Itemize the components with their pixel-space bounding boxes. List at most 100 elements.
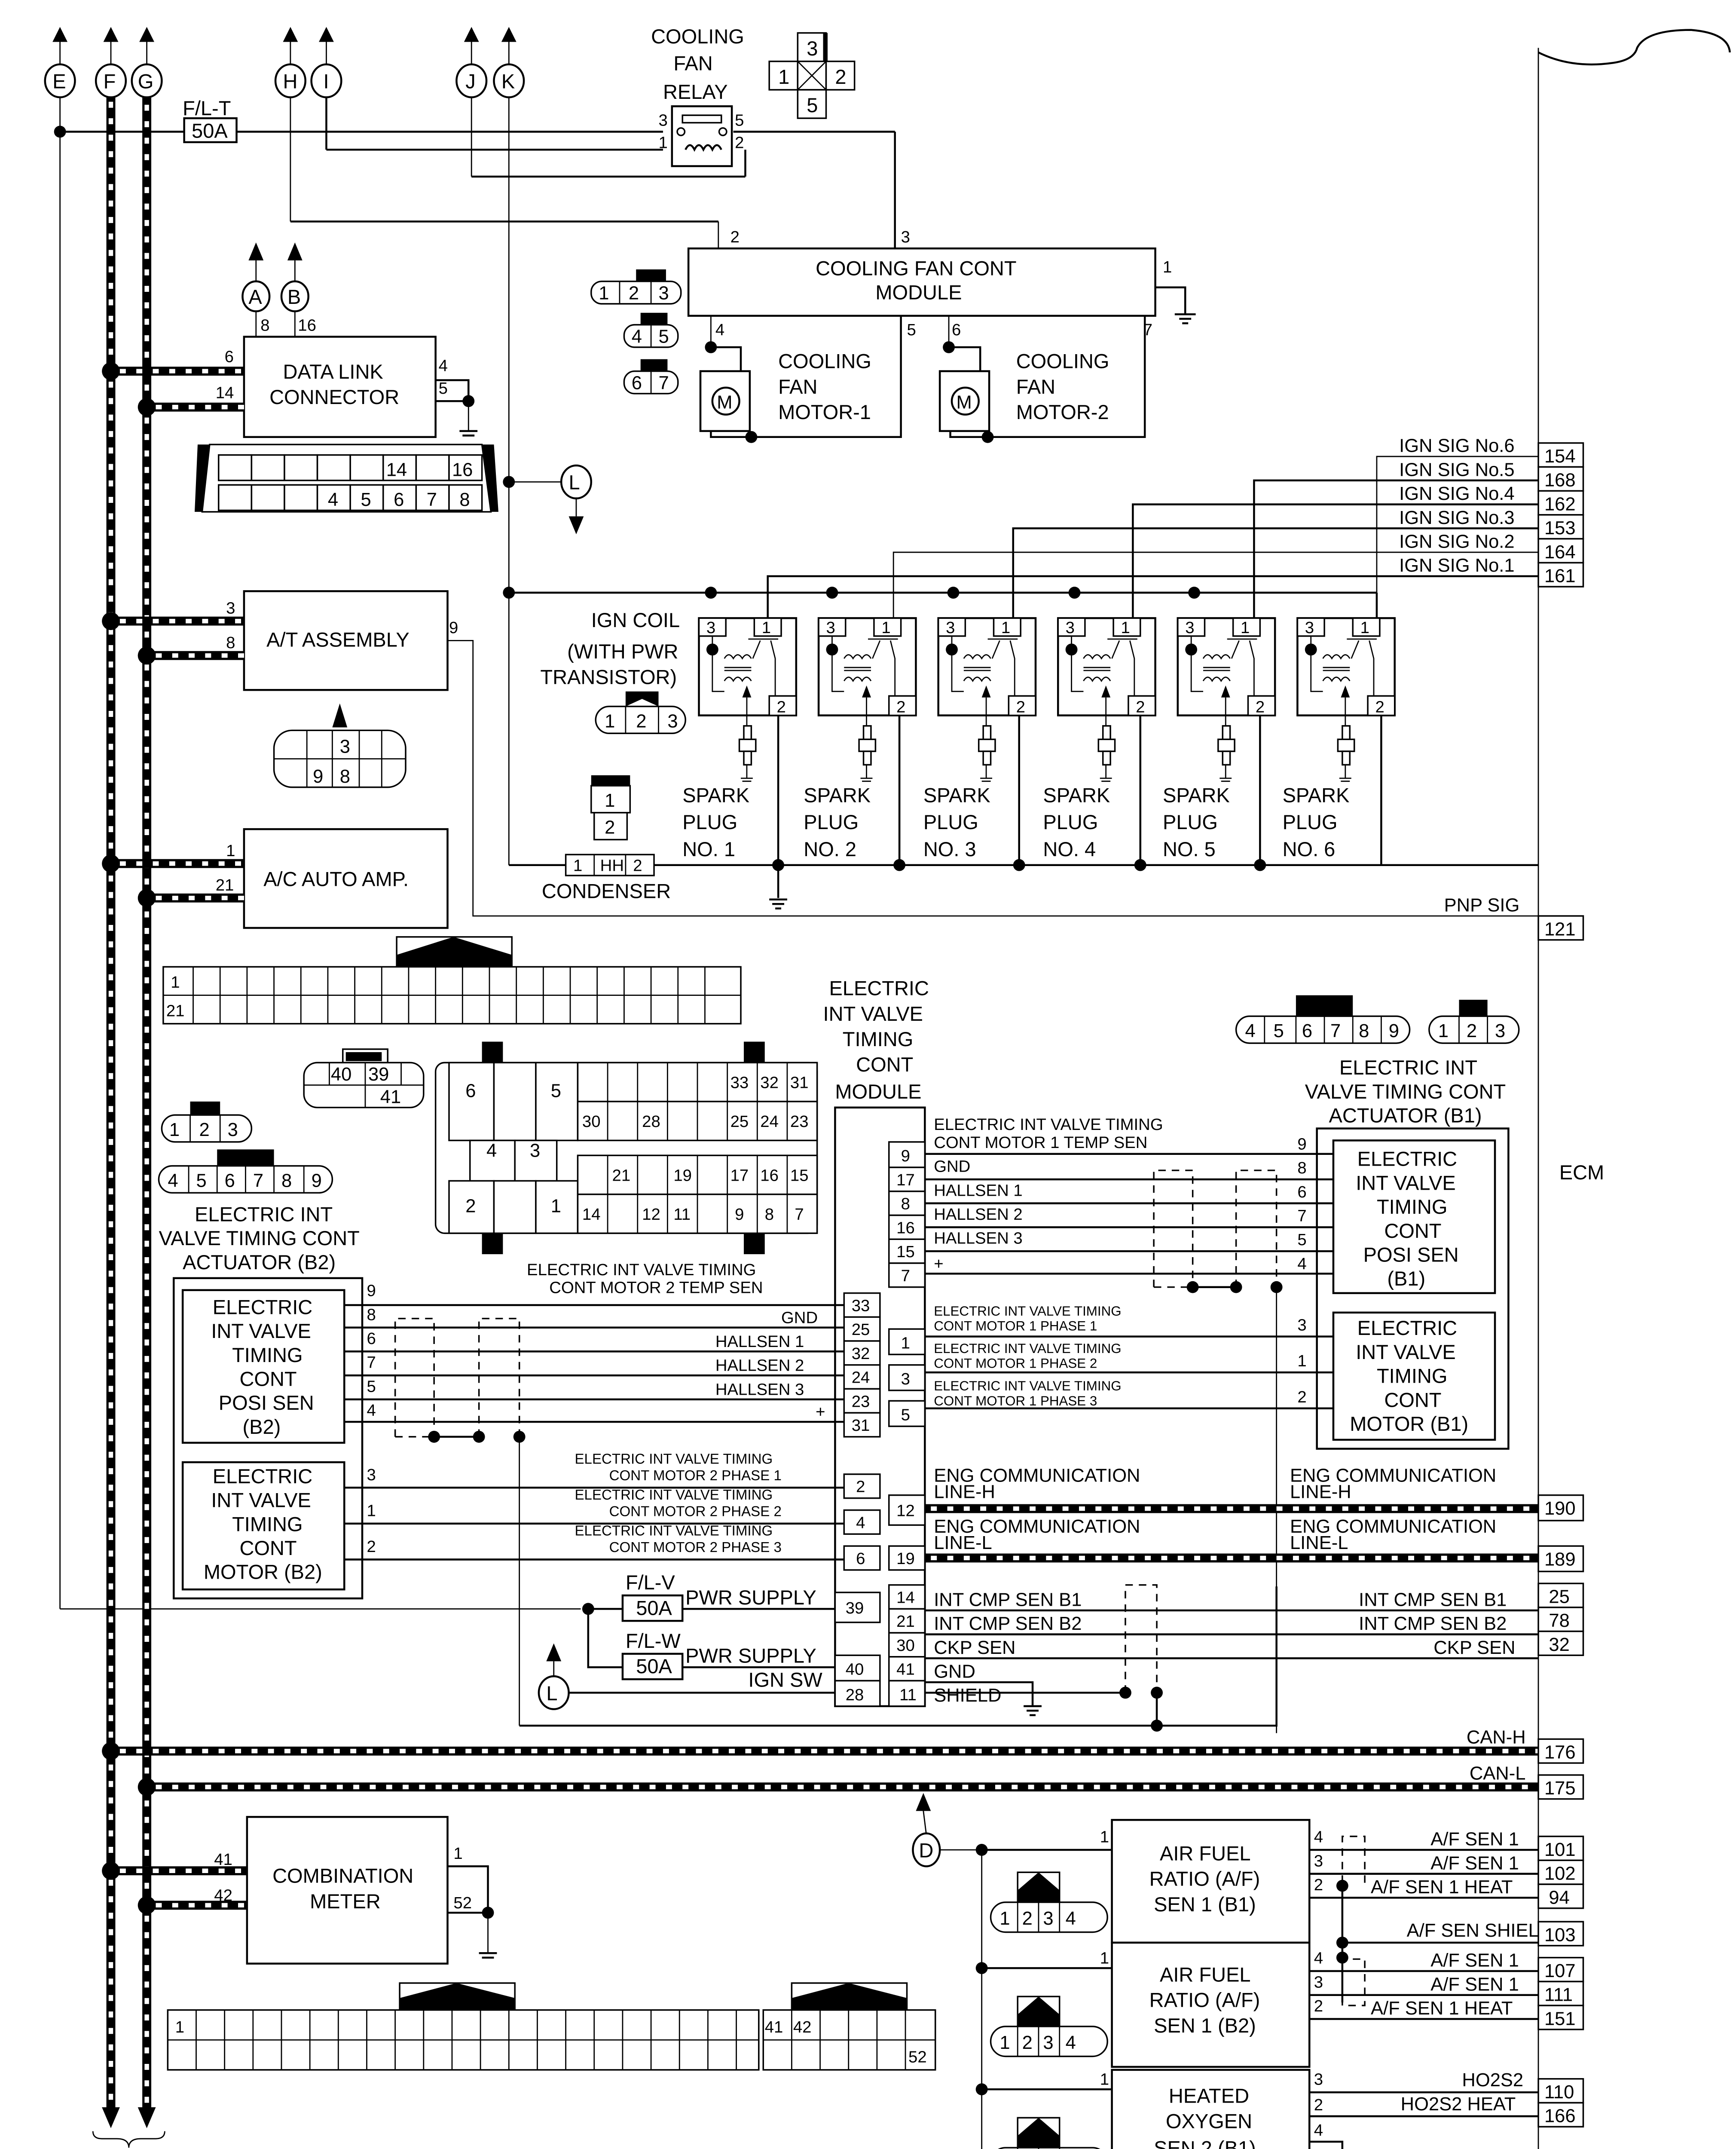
svg-text:4: 4 <box>367 1401 376 1420</box>
svg-text:25: 25 <box>1549 1586 1569 1607</box>
svg-text:IGN SIG No.4: IGN SIG No.4 <box>1399 484 1514 504</box>
svg-text:NO. 3: NO. 3 <box>923 838 976 860</box>
svg-text:(B2): (B2) <box>242 1415 281 1438</box>
ref-l-lower[interactable]: L <box>538 1643 570 1710</box>
svg-text:FAN: FAN <box>673 52 712 75</box>
svg-text:INT VALVE: INT VALVE <box>1356 1171 1455 1194</box>
ref-j[interactable]: J <box>455 27 488 98</box>
ign-sig-pins: IGN SIG No.6 IGN SIG No.5 IGN SIG No.4 I… <box>1399 436 1584 588</box>
svg-text:32: 32 <box>852 1344 870 1363</box>
svg-text:1: 1 <box>1100 2070 1109 2089</box>
svg-text:4: 4 <box>1314 1828 1323 1846</box>
ref-f[interactable]: F <box>95 27 127 98</box>
svg-text:M: M <box>717 392 732 413</box>
ref-a[interactable]: A <box>241 242 271 312</box>
svg-text:2: 2 <box>199 1120 209 1140</box>
actuator-b2-connectors: 1 2 3 4 5 6 7 8 9 ELECTRIC INT VALVE TIM… <box>158 1101 360 1273</box>
svg-text:190: 190 <box>1544 1498 1576 1519</box>
ref-e[interactable]: E <box>44 27 76 98</box>
svg-text:2: 2 <box>1022 2033 1033 2053</box>
svg-text:NO. 4: NO. 4 <box>1043 838 1096 860</box>
svg-text:CONT: CONT <box>1384 1388 1441 1411</box>
svg-text:2: 2 <box>835 65 846 88</box>
svg-text:PNP SIG: PNP SIG <box>1444 895 1520 916</box>
svg-text:3: 3 <box>340 737 350 757</box>
ign-coil-label: IGN COIL (WITH PWR TRANSISTOR) 1 2 3 <box>540 609 686 735</box>
svg-text:32: 32 <box>760 1074 779 1092</box>
svg-text:41: 41 <box>765 2018 783 2036</box>
svg-text:B: B <box>287 285 301 308</box>
svg-text:E: E <box>52 70 66 92</box>
spark-plug-icon <box>1097 725 1116 782</box>
svg-text:50A: 50A <box>636 1596 672 1619</box>
svg-text:INT CMP SEN B1: INT CMP SEN B1 <box>934 1589 1082 1610</box>
ref-d[interactable]: D <box>912 1793 982 1867</box>
svg-text:7: 7 <box>1297 1206 1306 1225</box>
svg-text:MOTOR-1: MOTOR-1 <box>778 401 871 423</box>
svg-text:4: 4 <box>1314 1949 1323 1968</box>
svg-text:TIMING: TIMING <box>1377 1365 1447 1387</box>
svg-text:ACTUATOR (B2): ACTUATOR (B2) <box>183 1251 336 1273</box>
b1-signal-wires: 9 17 8 16 15 7 ELECTRIC INT VALVE TIMING… <box>888 1115 1333 1733</box>
can-bus-ecm: CAN-H CAN-L 176 175 <box>102 1727 1584 1800</box>
svg-text:1: 1 <box>881 618 890 637</box>
svg-text:9: 9 <box>312 1170 322 1191</box>
svg-text:AIR FUEL: AIR FUEL <box>1160 1963 1251 1986</box>
svg-text:CONT MOTOR 2 PHASE 3: CONT MOTOR 2 PHASE 3 <box>609 1540 782 1555</box>
svg-text:1: 1 <box>226 842 235 860</box>
svg-text:MODULE: MODULE <box>875 281 962 303</box>
svg-text:L: L <box>546 1682 557 1705</box>
svg-text:41: 41 <box>380 1087 401 1107</box>
svg-text:16: 16 <box>298 316 316 335</box>
ref-b[interactable]: B <box>280 242 309 312</box>
svg-text:2: 2 <box>1314 1876 1323 1894</box>
eng-communication-lines: 12 19 ENG COMMUNICATION LINE-H ENG COMMU… <box>888 1465 1584 1573</box>
power-supply-lines: F/L-V 50A PWR SUPPLY F/L-W 50A PWR SUPPL… <box>538 1571 881 1710</box>
spark-plug-icon <box>978 725 996 782</box>
svg-text:K: K <box>501 70 515 92</box>
svg-text:2: 2 <box>629 283 639 303</box>
svg-text:1: 1 <box>1360 618 1369 637</box>
svg-text:TRANSISTOR): TRANSISTOR) <box>540 665 677 688</box>
b2-signal-wires: 9 8 6 7 5 4 ELECTRIC INT VALVE TIMING CO… <box>344 1261 881 1726</box>
ref-h[interactable]: H <box>274 27 306 98</box>
svg-text:PLUG: PLUG <box>682 811 737 833</box>
cooling-fan-motor-2: M COOLING FAN MOTOR-2 <box>938 315 1146 443</box>
combination-meter-connectors: 1 41 42 52 <box>167 1982 936 2071</box>
ground-icon <box>479 1952 497 1959</box>
svg-text:7: 7 <box>367 1353 376 1372</box>
svg-text:A/F SEN 1 HEAT: A/F SEN 1 HEAT <box>1371 1998 1513 2019</box>
af-sensor-b1: AIR FUEL RATIO (A/F) SEN 1 (B1) 1 4 3 2 … <box>1100 1819 1584 1944</box>
svg-text:RATIO (A/F): RATIO (A/F) <box>1149 1867 1260 1890</box>
svg-text:8: 8 <box>901 1195 910 1213</box>
evt-large-dividers <box>607 1062 788 1234</box>
svg-text:4: 4 <box>715 321 724 339</box>
svg-text:CONT MOTOR 1 PHASE 1: CONT MOTOR 1 PHASE 1 <box>934 1319 1097 1334</box>
evt-module-connector-small: 40 39 41 <box>303 1048 425 1108</box>
svg-text:HEATED: HEATED <box>1169 2084 1249 2107</box>
ref-g[interactable]: G <box>131 27 163 98</box>
svg-text:MOTOR (B1): MOTOR (B1) <box>1350 1412 1468 1435</box>
ref-i[interactable]: I <box>310 27 342 98</box>
ecm-label: ECM <box>1559 1161 1604 1184</box>
svg-text:AIR FUEL: AIR FUEL <box>1160 1842 1251 1864</box>
svg-text:176: 176 <box>1544 1742 1576 1763</box>
svg-text:PLUG: PLUG <box>1283 811 1338 833</box>
ref-l-upper[interactable]: L <box>503 464 593 535</box>
ho2s-b1-connector: 1 2 3 4 <box>998 2117 1100 2149</box>
svg-text:RATIO (A/F): RATIO (A/F) <box>1149 1989 1260 2011</box>
svg-text:1: 1 <box>1001 618 1010 637</box>
svg-text:21: 21 <box>166 1001 185 1020</box>
svg-text:2: 2 <box>1467 1021 1477 1041</box>
svg-text:ACTUATOR (B1): ACTUATOR (B1) <box>1329 1104 1482 1127</box>
svg-text:94: 94 <box>1549 1887 1569 1908</box>
svg-text:5: 5 <box>907 321 916 339</box>
ref-k[interactable]: K <box>493 27 525 98</box>
svg-text:A: A <box>248 285 262 308</box>
svg-text:168: 168 <box>1544 470 1576 491</box>
svg-text:HALLSEN 3: HALLSEN 3 <box>934 1229 1022 1248</box>
svg-text:PLUG: PLUG <box>1163 811 1218 833</box>
pnp-sig: PNP SIG 121 <box>1444 895 1584 941</box>
svg-text:5: 5 <box>361 490 371 510</box>
svg-text:4: 4 <box>1066 1908 1076 1929</box>
